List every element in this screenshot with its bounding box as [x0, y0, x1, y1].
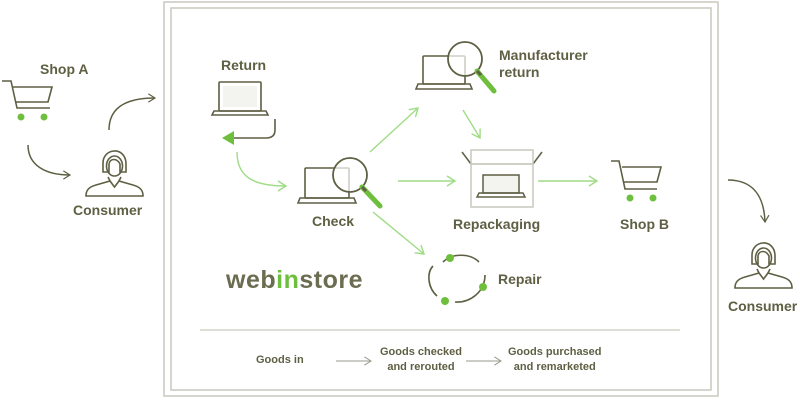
outside-flow-arrows: [27, 93, 770, 224]
goods-purchased-line2: and remarketed: [513, 361, 596, 373]
consumer-person-icon-right: [734, 242, 793, 289]
consumer-left-label: Consumer: [73, 202, 143, 218]
goods-in-label: Goods in: [256, 354, 304, 366]
manufacturer-return-line1: Manufacturer: [499, 47, 588, 63]
repackaging-label: Repackaging: [453, 216, 541, 232]
logo-part-in: in: [276, 266, 300, 294]
return-arrow-head: [222, 131, 234, 145]
shopping-cart-icon: [2, 80, 54, 121]
manufacturer-return-line2: return: [499, 64, 540, 80]
process-frame: [163, 1, 719, 397]
arrow-shopb-to-consumer: [727, 179, 770, 224]
shop-b-cart-icon: [611, 160, 663, 202]
arrow-manufacturer-to-repackaging: [462, 109, 481, 140]
repair-cycle-icon: [428, 254, 487, 305]
manufacturer-return-label: Manufacturer return: [499, 47, 588, 81]
goods-purchased-line1: Goods purchased: [508, 346, 602, 358]
logo-part-web: web: [226, 266, 277, 294]
magnifier-icon-manufacturer: [447, 41, 497, 94]
shop-a-label: Shop A: [40, 61, 89, 77]
repair-label: Repair: [498, 271, 542, 287]
goods-checked-line2: and rerouted: [387, 361, 455, 373]
check-label: Check: [312, 213, 355, 229]
goods-checked-label: Goods checked and rerouted: [380, 345, 462, 375]
logo-part-store: store: [299, 266, 363, 294]
arrow-check-to-manufacturer: [369, 107, 419, 153]
webinstore-logo: webinstore: [226, 266, 363, 295]
return-label: Return: [221, 57, 267, 73]
shop-b-label: Shop B: [620, 216, 669, 232]
consumer-person-icon: [85, 150, 144, 197]
magnifier-icon: [332, 157, 383, 209]
arrow-check-to-repair: [372, 211, 426, 255]
return-laptop-icon: [210, 81, 270, 116]
repackaging-box-icon: [461, 149, 543, 208]
arrow-shop-to-consumer: [27, 144, 72, 180]
arrow-consumer-to-return: [108, 93, 157, 131]
goods-checked-line1: Goods checked: [380, 346, 462, 358]
return-loop-arrow: [224, 119, 276, 139]
consumer-right-label: Consumer: [728, 298, 798, 314]
arrow-return-to-check: [236, 151, 288, 192]
goods-purchased-label: Goods purchased and remarketed: [508, 345, 602, 375]
process-flow-arrows: [369, 107, 599, 255]
